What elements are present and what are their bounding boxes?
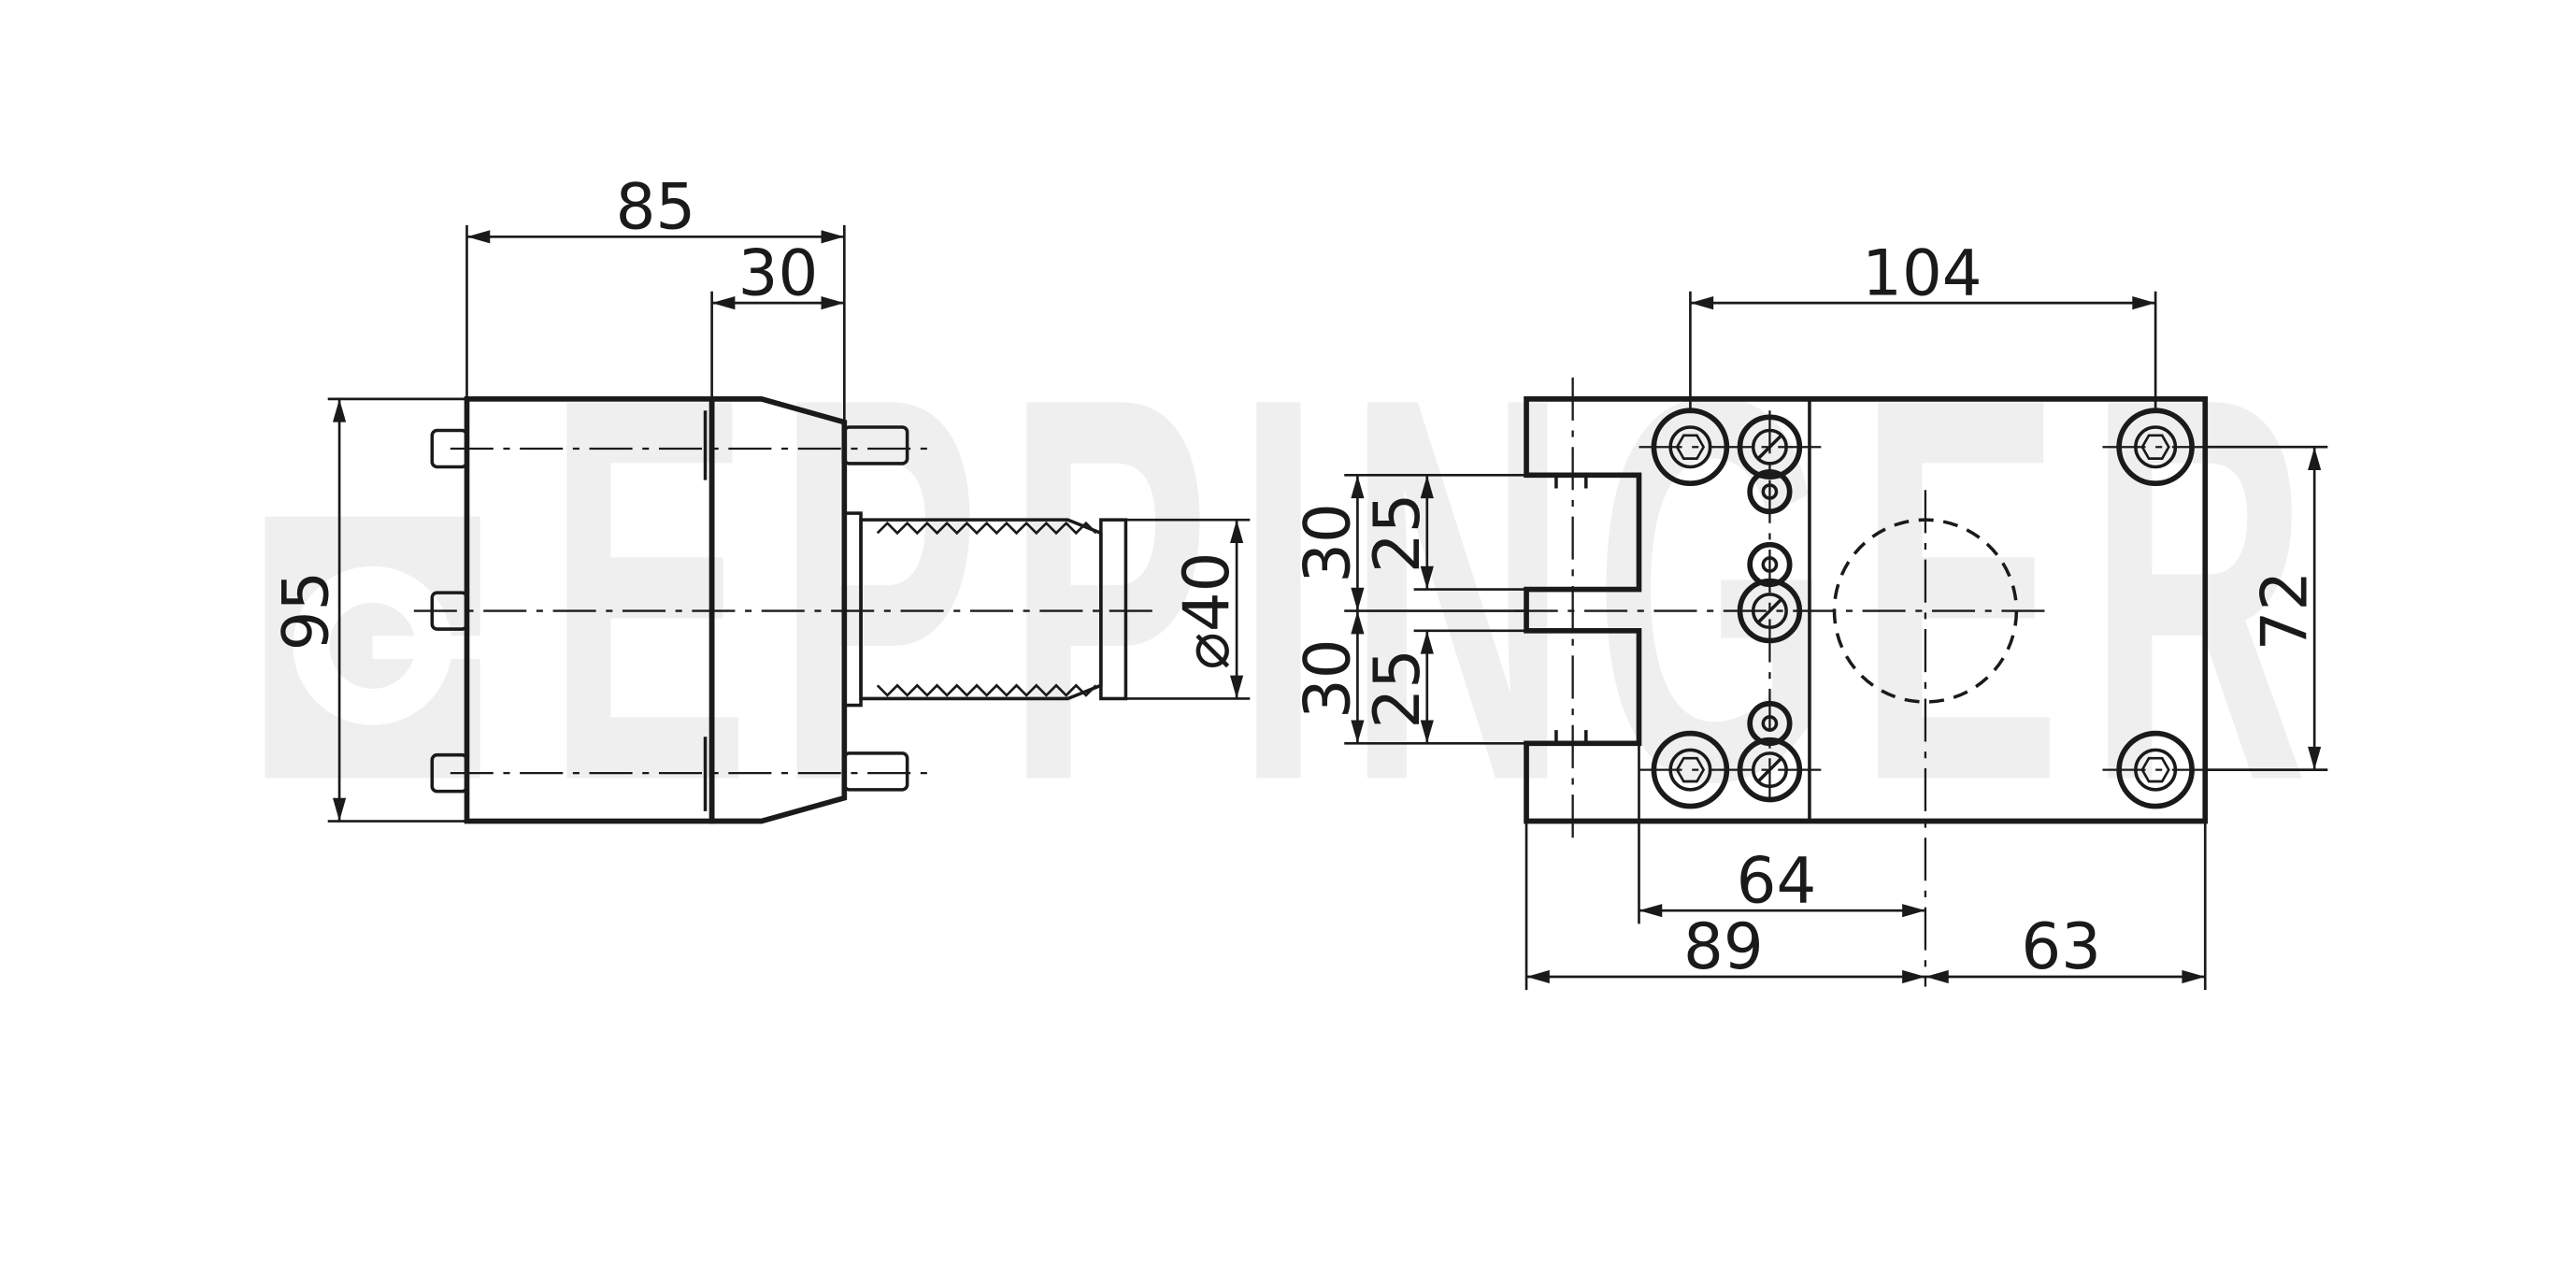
- serration-bottom: [876, 683, 1097, 697]
- svg-text:25: 25: [1361, 649, 1434, 729]
- dim-slot-lower: 30 25: [1292, 610, 1527, 745]
- svg-text:95: 95: [270, 571, 343, 651]
- svg-text:63: 63: [2021, 910, 2101, 983]
- dim-bolt-spacing-vertical: 72: [2205, 445, 2328, 771]
- svg-text:85: 85: [616, 170, 696, 243]
- eppinger-logo-icon: [265, 516, 482, 779]
- svg-text:72: 72: [2248, 571, 2321, 651]
- dim-overall-length: 85: [465, 170, 846, 422]
- watermark: EPPINGER: [265, 283, 2288, 894]
- svg-text:89: 89: [1683, 910, 1764, 983]
- dim-bolt-spacing-horizontal: 104: [1689, 236, 2157, 411]
- front-view: 104 72 30 25: [1292, 236, 2328, 991]
- side-view: 85 30 95 ⌀40: [270, 170, 1251, 824]
- dim-slot-upper: 30 25: [1292, 474, 1527, 612]
- dim-front-section: 30: [710, 236, 845, 399]
- dim-base-widths: 89 63: [1524, 821, 2207, 991]
- svg-text:30: 30: [738, 236, 819, 309]
- svg-text:⌀40: ⌀40: [1170, 551, 1243, 669]
- svg-text:104: 104: [1862, 236, 1982, 309]
- serration-top: [876, 521, 1097, 536]
- svg-text:30: 30: [1292, 638, 1365, 719]
- side-front-taper: [708, 396, 848, 824]
- svg-text:64: 64: [1737, 844, 1817, 917]
- shank-tip: [1099, 518, 1128, 701]
- front-pin-bottom: [842, 751, 909, 792]
- svg-text:30: 30: [1292, 503, 1365, 583]
- svg-text:25: 25: [1361, 494, 1434, 574]
- front-pin-top: [842, 425, 909, 465]
- dim-height: 95: [270, 397, 467, 823]
- dim-slot-to-center: 64: [1638, 743, 1925, 924]
- dim-shank-diameter: ⌀40: [1125, 518, 1251, 700]
